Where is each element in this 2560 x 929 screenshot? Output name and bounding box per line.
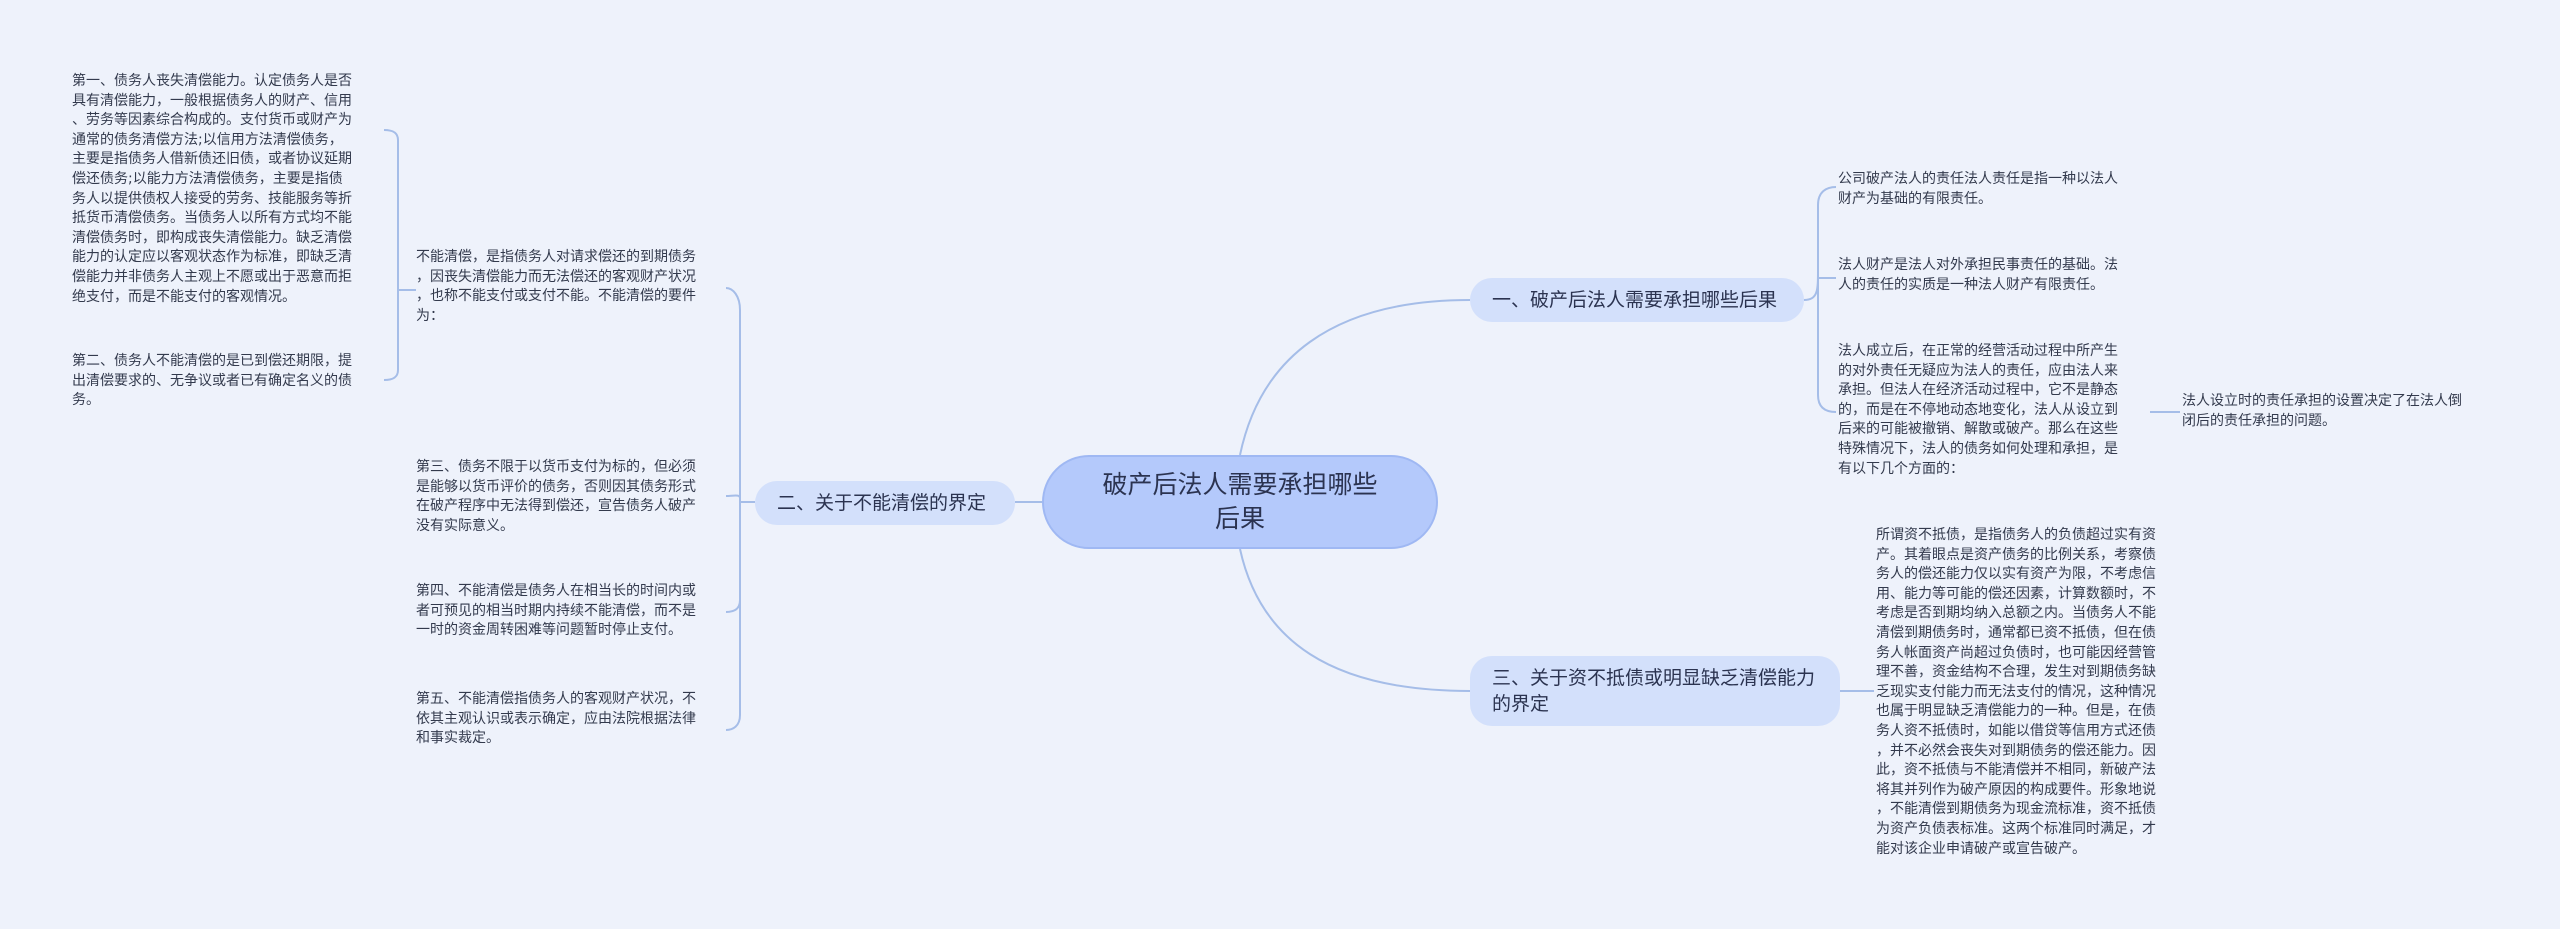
link-b2-1-children: [383, 129, 416, 381]
leaf-node[interactable]: 不能清偿，是指债务人对请求偿还的到期债务 ，因丧失清偿能力而无法偿还的客观财产状…: [416, 249, 696, 324]
leaf-node[interactable]: 法人成立后，在正常的经营活动过程中所产生 的对外责任无疑应为法人的责任，应由法人…: [1838, 343, 2118, 477]
leaf-node[interactable]: 第三、债务不限于以货币支付为标的，但必须 是能够以货币评价的债务，否则因其债务形…: [416, 459, 696, 534]
leaf-node[interactable]: 第五、不能清偿指债务人的客观财产状况，不 依其主观认识或表示确定，应由法院根据法…: [416, 691, 696, 747]
leaf-node[interactable]: 法人财产是法人对外承担民事责任的基础。法 人的责任的实质是一种法人财产有限责任。: [1838, 257, 2118, 293]
branch-node-insolvency[interactable]: 三、关于资不抵债或明显缺乏清偿能力的界定: [1470, 656, 1840, 726]
leaf-node[interactable]: 公司破产法人的责任法人责任是指一种以法人 财产为基础的有限责任。: [1838, 171, 2118, 207]
link-b1-leaves: [1803, 186, 1837, 413]
link-root-b1: [1239, 299, 1471, 456]
leaf-node[interactable]: 第四、不能清偿是债务人在相当长的时间内或 者可预见的相当时期内持续不能清偿，而不…: [416, 583, 696, 639]
leaf-node[interactable]: 第二、债务人不能清偿的是已到偿还期限，提 出清偿要求的、无争议或者已有确定名义的…: [72, 353, 352, 409]
branch-node-inability-to-pay[interactable]: 二、关于不能清偿的界定: [755, 481, 1015, 525]
link-b2-leaves: [725, 287, 755, 731]
root-node[interactable]: 破产后法人需要承担哪些后果: [1042, 455, 1438, 549]
link-root-b3: [1239, 548, 1471, 692]
branch-node-liability[interactable]: 一、破产后法人需要承担哪些后果: [1470, 278, 1804, 322]
leaf-node[interactable]: 所谓资不抵债，是指债务人的负债超过实有资 产。其着眼点是资产债务的比例关系，考察…: [1876, 527, 2156, 857]
leaf-node[interactable]: 法人设立时的责任承担的设置决定了在法人倒 闭后的责任承担的问题。: [2182, 393, 2462, 429]
leaf-node[interactable]: 第一、债务人丧失清偿能力。认定债务人是否 具有清偿能力，一般根据债务人的财产、信…: [72, 73, 352, 305]
